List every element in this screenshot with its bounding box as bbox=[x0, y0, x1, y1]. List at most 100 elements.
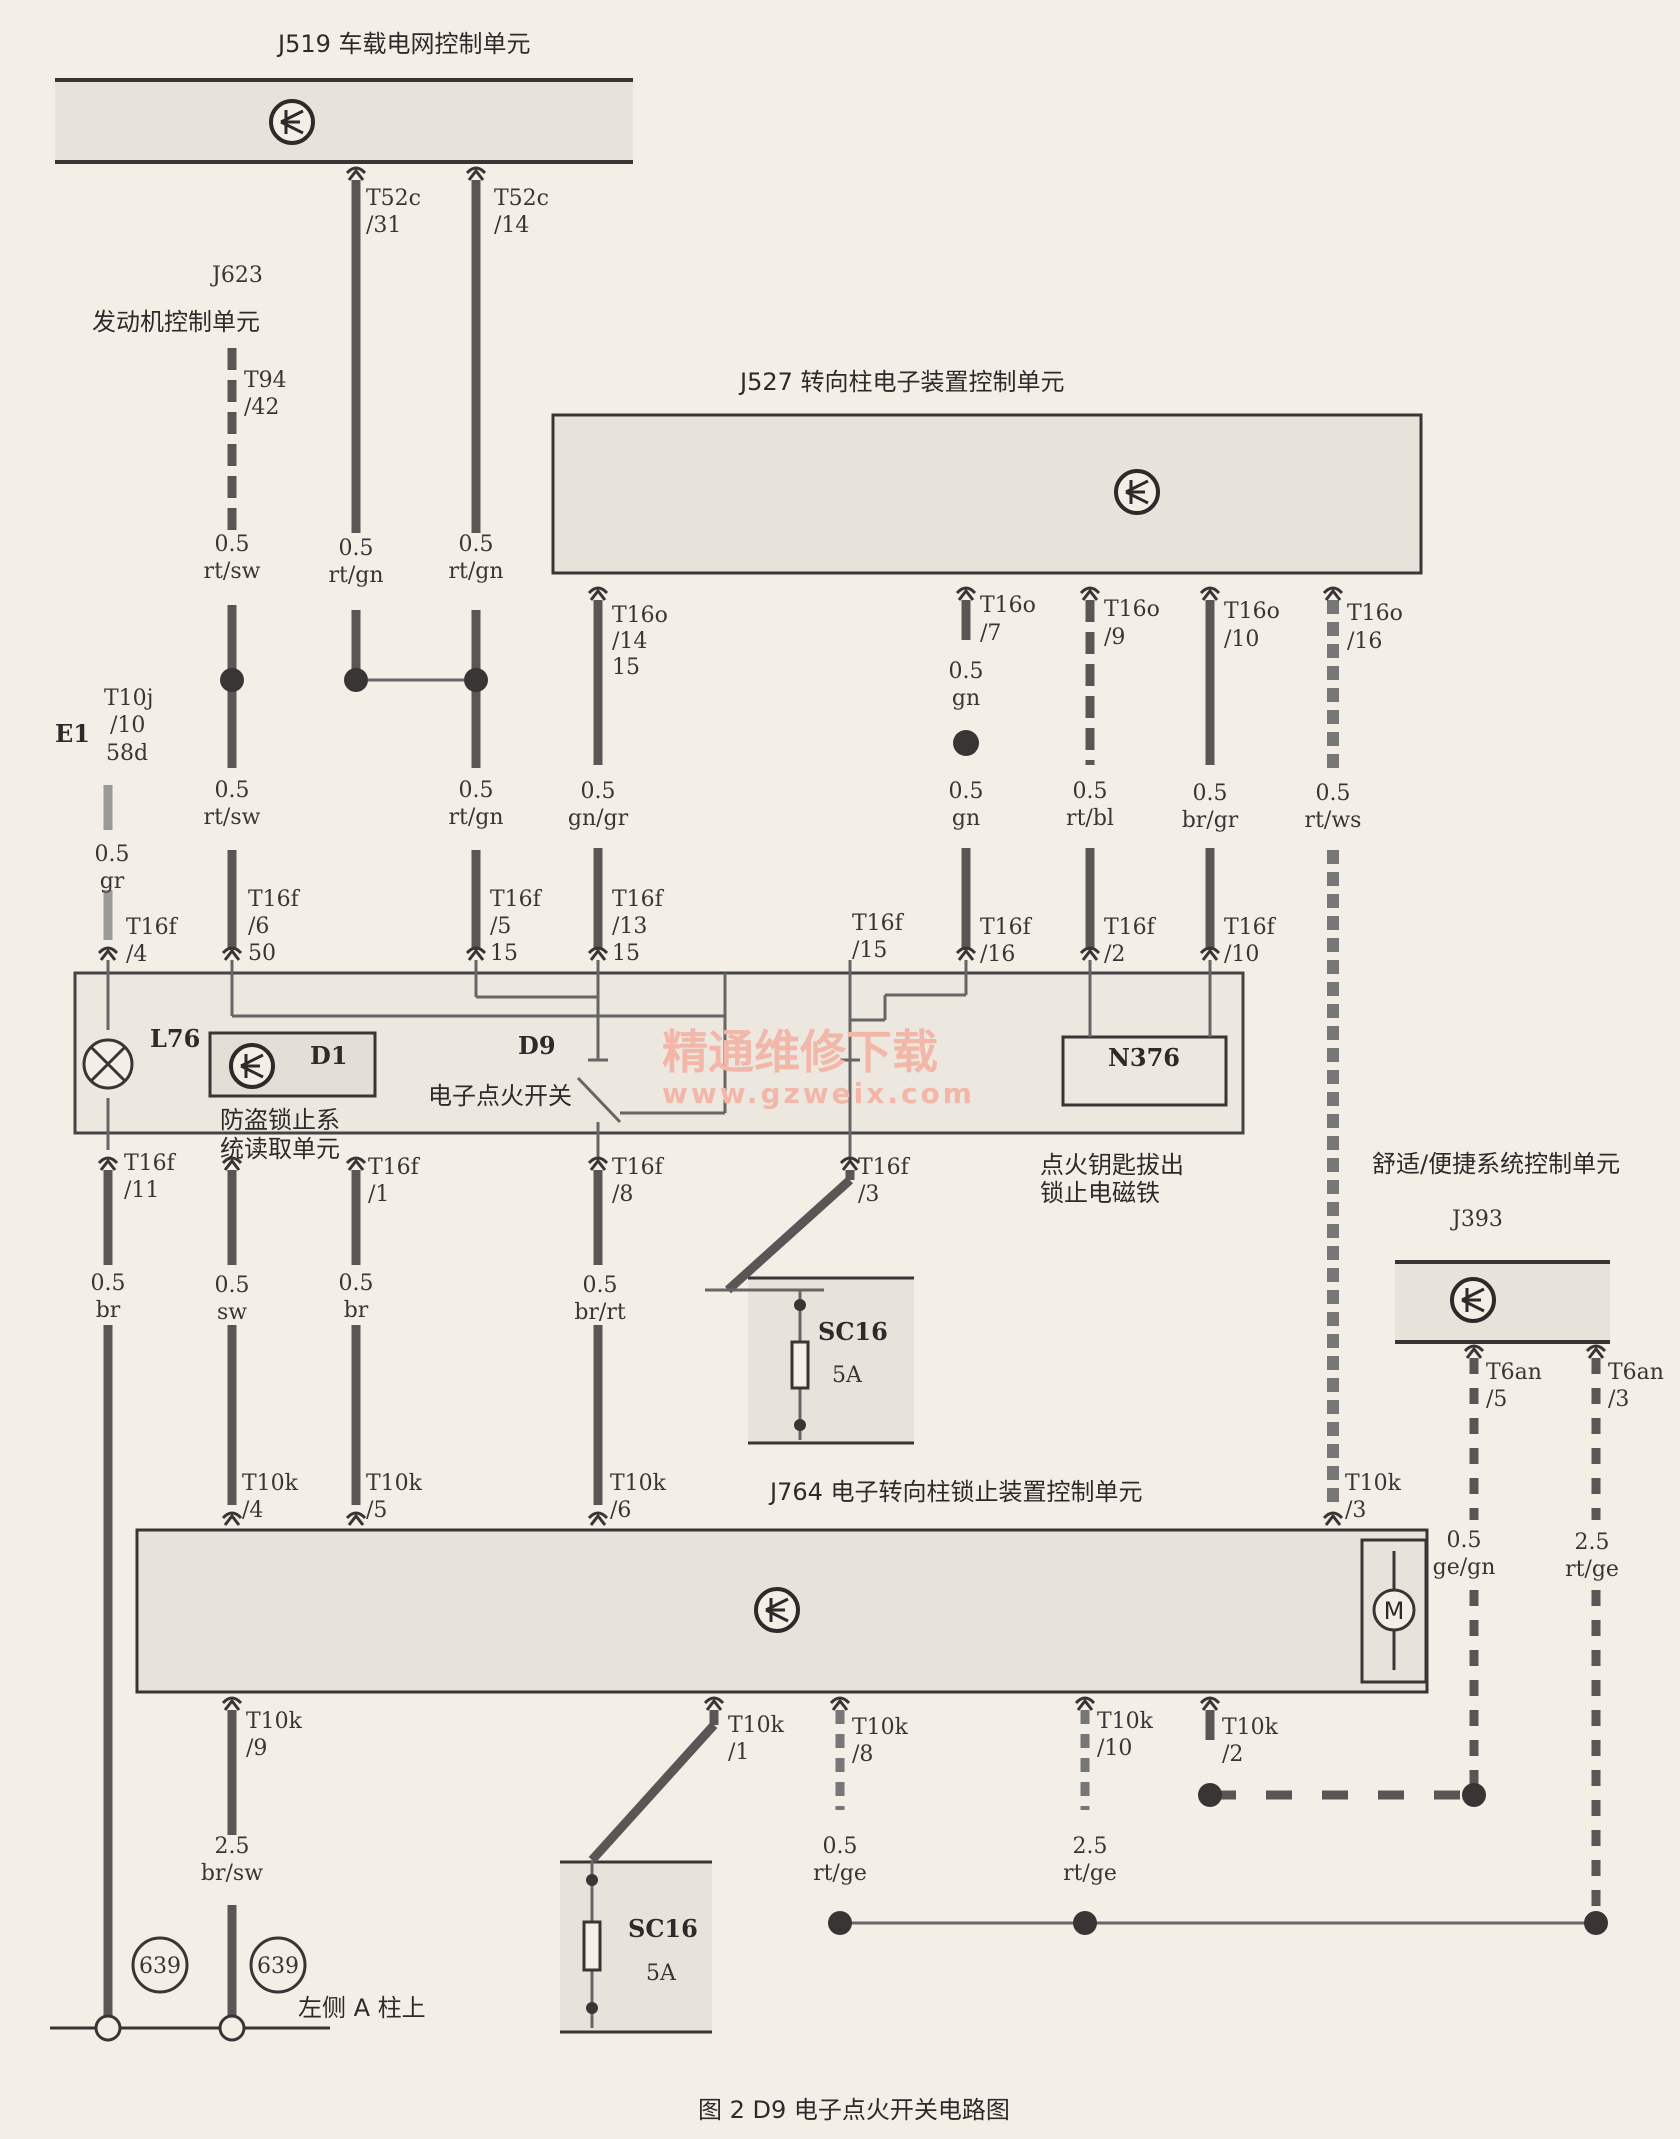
conn-t16o7-a: T16o bbox=[980, 593, 1036, 618]
d1-name-line1: 防盗锁止系 bbox=[220, 1106, 340, 1134]
wire-w6-size: 0.5 bbox=[95, 842, 130, 867]
conn-t16f3-b: /3 bbox=[858, 1182, 879, 1207]
wire-w16-size: 0.5 bbox=[583, 1273, 618, 1298]
conn-t16f10-b: /10 bbox=[1224, 942, 1259, 967]
conn-t10k10-b: /10 bbox=[1097, 1736, 1132, 1761]
wire-w20-color: rt/ge bbox=[813, 1861, 867, 1886]
wire-w2-color: rt/gn bbox=[328, 563, 383, 588]
d9-name: 电子点火开关 bbox=[428, 1082, 572, 1110]
wire-w9-size: 0.5 bbox=[949, 779, 984, 804]
conn-t10k10-a: T10k bbox=[1097, 1709, 1154, 1734]
ground-639-left-icon bbox=[131, 1936, 189, 1994]
conn-t16o9-b: /9 bbox=[1104, 625, 1125, 650]
wire-w12-size: 0.5 bbox=[1316, 781, 1351, 806]
wire-w3-size: 0.5 bbox=[459, 532, 494, 557]
wire-w19-color: br/sw bbox=[201, 1861, 263, 1886]
j764-ecu-icon bbox=[754, 1587, 800, 1633]
ground-639-left-label: 639 bbox=[139, 1954, 181, 1979]
wire-w18-color: rt/ge bbox=[1565, 1557, 1619, 1582]
conn-t10k8-a: T10k bbox=[852, 1715, 909, 1740]
conn-t16f6-c: 50 bbox=[248, 941, 276, 966]
wire-w7-size: 0.5 bbox=[581, 779, 616, 804]
wire-w15-color: br bbox=[344, 1298, 369, 1323]
conn-t16f15-a: T16f bbox=[852, 911, 905, 936]
conn-t10k4-b: /4 bbox=[242, 1498, 263, 1523]
wire-w5-color: rt/gn bbox=[448, 805, 503, 830]
wire-w11-color: br/gr bbox=[1182, 808, 1239, 833]
ground-location-label: 左侧 A 柱上 bbox=[298, 1994, 426, 2022]
conn-t10k9-b: /9 bbox=[246, 1736, 267, 1761]
conn-t10j-b: /10 bbox=[110, 713, 145, 738]
wire-w14-size: 0.5 bbox=[215, 1273, 250, 1298]
sc16-lower-rating: 5A bbox=[646, 1961, 677, 1986]
conn-t16f3-a: T16f bbox=[858, 1155, 911, 1180]
conn-t16f4-b: /4 bbox=[126, 942, 147, 967]
wire-w7-color: gn/gr bbox=[568, 806, 629, 831]
n376-name-line1: 点火钥匙拔出 bbox=[1040, 1151, 1184, 1179]
conn-t16f8-b: /8 bbox=[612, 1182, 633, 1207]
conn-t6an5-b: /5 bbox=[1486, 1387, 1507, 1412]
ground-639-right-label: 639 bbox=[257, 1954, 299, 1979]
conn-t16o16-b: /16 bbox=[1347, 629, 1382, 654]
conn-t10k1-a: T10k bbox=[728, 1713, 785, 1738]
conn-t10k4-a: T10k bbox=[242, 1471, 299, 1496]
wire-w1-color: rt/sw bbox=[204, 559, 261, 584]
wire-w17-size: 0.5 bbox=[1447, 1528, 1482, 1553]
conn-t16f5-a: T16f bbox=[490, 887, 543, 912]
wire-w4-color: rt/sw bbox=[204, 805, 261, 830]
conn-t16f13-c: 15 bbox=[612, 941, 640, 966]
d1-label: D1 bbox=[310, 1041, 348, 1070]
sc16-upper-box bbox=[748, 1278, 914, 1443]
conn-t16f1-a: T16f bbox=[368, 1155, 421, 1180]
wire-w4-size: 0.5 bbox=[215, 778, 250, 803]
conn-t16f6-a: T16f bbox=[248, 887, 301, 912]
conn-t16f13-a: T16f bbox=[612, 887, 665, 912]
sc16-upper-fuse-icon bbox=[790, 1340, 810, 1390]
n376-name-line2: 锁止电磁铁 bbox=[1040, 1179, 1160, 1207]
conn-t6an5-a: T6an bbox=[1486, 1360, 1542, 1385]
wire-w16-color: br/rt bbox=[574, 1300, 626, 1325]
conn-t52c14-b: /14 bbox=[494, 213, 529, 238]
conn-t16f8-a: T16f bbox=[612, 1155, 665, 1180]
n376-box bbox=[1061, 1035, 1228, 1107]
j393-name: 舒适/便捷系统控制单元 bbox=[1372, 1150, 1620, 1178]
j527-ecu-icon bbox=[1114, 469, 1160, 515]
watermark-url: www.gzweix.com bbox=[662, 1077, 975, 1110]
conn-t10k3-b: /3 bbox=[1345, 1498, 1366, 1523]
wire-w11-size: 0.5 bbox=[1193, 781, 1228, 806]
j623-name: 发动机控制单元 bbox=[92, 308, 260, 336]
conn-t16f13-b: /13 bbox=[612, 914, 647, 939]
j527-label: J527 转向柱电子装置控制单元 bbox=[738, 368, 1065, 396]
conn-t16f15-b: /15 bbox=[852, 938, 887, 963]
conn-t10k5-a: T10k bbox=[366, 1471, 423, 1496]
wire-w21-color: rt/ge bbox=[1063, 1861, 1117, 1886]
wire-w2-size: 0.5 bbox=[339, 536, 374, 561]
d1-name-line2: 统读取单元 bbox=[220, 1135, 340, 1163]
conn-t16o9-a: T16o bbox=[1104, 597, 1160, 622]
conn-t16o14-b: /14 bbox=[612, 629, 647, 654]
wire-w12-color: rt/ws bbox=[1305, 808, 1362, 833]
wire-w13-size: 0.5 bbox=[91, 1271, 126, 1296]
sc16-lower-label: SC16 bbox=[628, 1914, 698, 1943]
d9-label: D9 bbox=[518, 1031, 556, 1060]
e1-label: E1 bbox=[55, 719, 90, 748]
j764-label: J764 电子转向柱锁止装置控制单元 bbox=[768, 1478, 1143, 1506]
conn-t16f5-c: 15 bbox=[490, 941, 518, 966]
j393-ecu-icon bbox=[1450, 1277, 1496, 1323]
conn-t16o7-b: /7 bbox=[980, 621, 1001, 646]
conn-t10j-a: T10j bbox=[104, 686, 154, 711]
wire-w13-color: br bbox=[96, 1298, 121, 1323]
wire-w21-size: 2.5 bbox=[1073, 1834, 1108, 1859]
sc16-lower-fuse-icon bbox=[582, 1920, 602, 1972]
conn-t10k1-b: /1 bbox=[728, 1740, 749, 1765]
ground-639-right-icon bbox=[249, 1936, 307, 1994]
figure-caption: 图 2 D9 电子点火开关电路图 bbox=[698, 2096, 1010, 2124]
conn-t10k9-a: T10k bbox=[246, 1709, 303, 1734]
conn-t9442-b: /42 bbox=[244, 395, 279, 420]
conn-t16f5-b: /5 bbox=[490, 914, 511, 939]
conn-t52c31-a: T52c bbox=[366, 186, 421, 211]
l76-label: L76 bbox=[150, 1024, 200, 1053]
conn-t16f2-b: /2 bbox=[1104, 942, 1125, 967]
wire-w18-size: 2.5 bbox=[1575, 1530, 1610, 1555]
